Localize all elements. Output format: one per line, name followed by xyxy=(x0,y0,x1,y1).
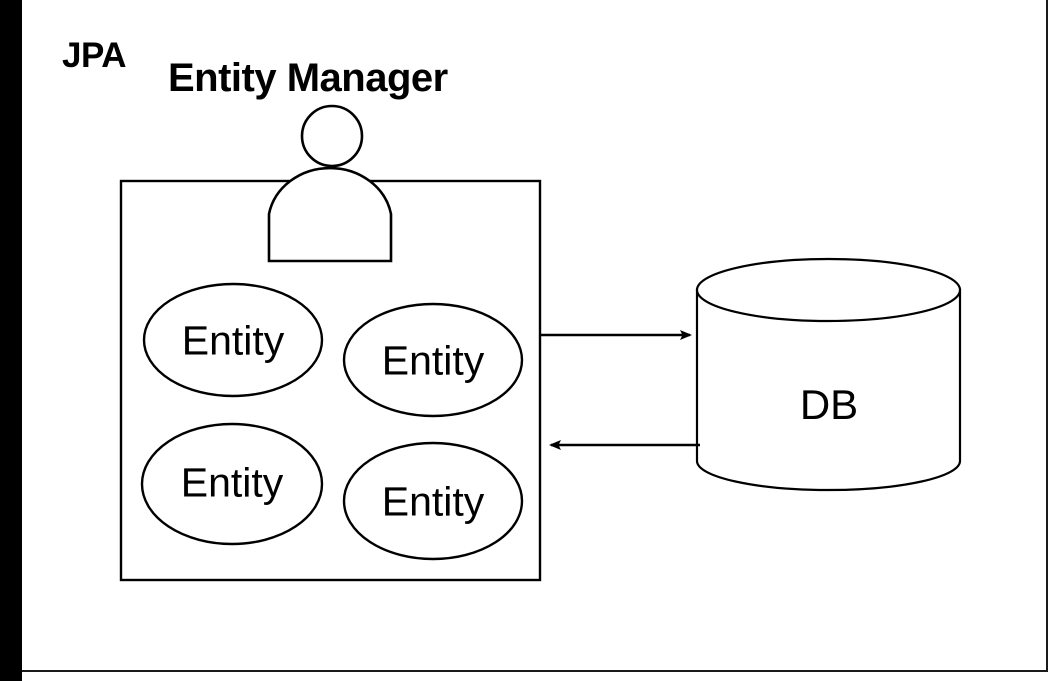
entity-label-2: Entity xyxy=(381,337,485,384)
entity-ellipse-2[interactable] xyxy=(342,302,524,418)
bottom-white-strip xyxy=(22,672,1060,681)
entity-label-4: Entity xyxy=(381,478,485,525)
entity-label-3: Entity xyxy=(180,459,284,506)
entity-ellipse-4[interactable] xyxy=(342,441,524,561)
person-body-icon xyxy=(267,166,393,263)
database-cylinder-body-icon[interactable] xyxy=(695,288,962,492)
person-head-icon xyxy=(300,104,364,168)
left-black-bar xyxy=(0,0,22,681)
title-entity-manager: Entity Manager xyxy=(168,56,448,100)
database-label: DB xyxy=(799,381,859,428)
entity-ellipse-3[interactable] xyxy=(140,422,324,546)
title-jpa: JPA xyxy=(62,36,127,75)
entity-ellipse-1[interactable] xyxy=(142,282,324,398)
database-cylinder-top-icon xyxy=(695,257,962,323)
entity-label-1: Entity xyxy=(181,317,285,364)
